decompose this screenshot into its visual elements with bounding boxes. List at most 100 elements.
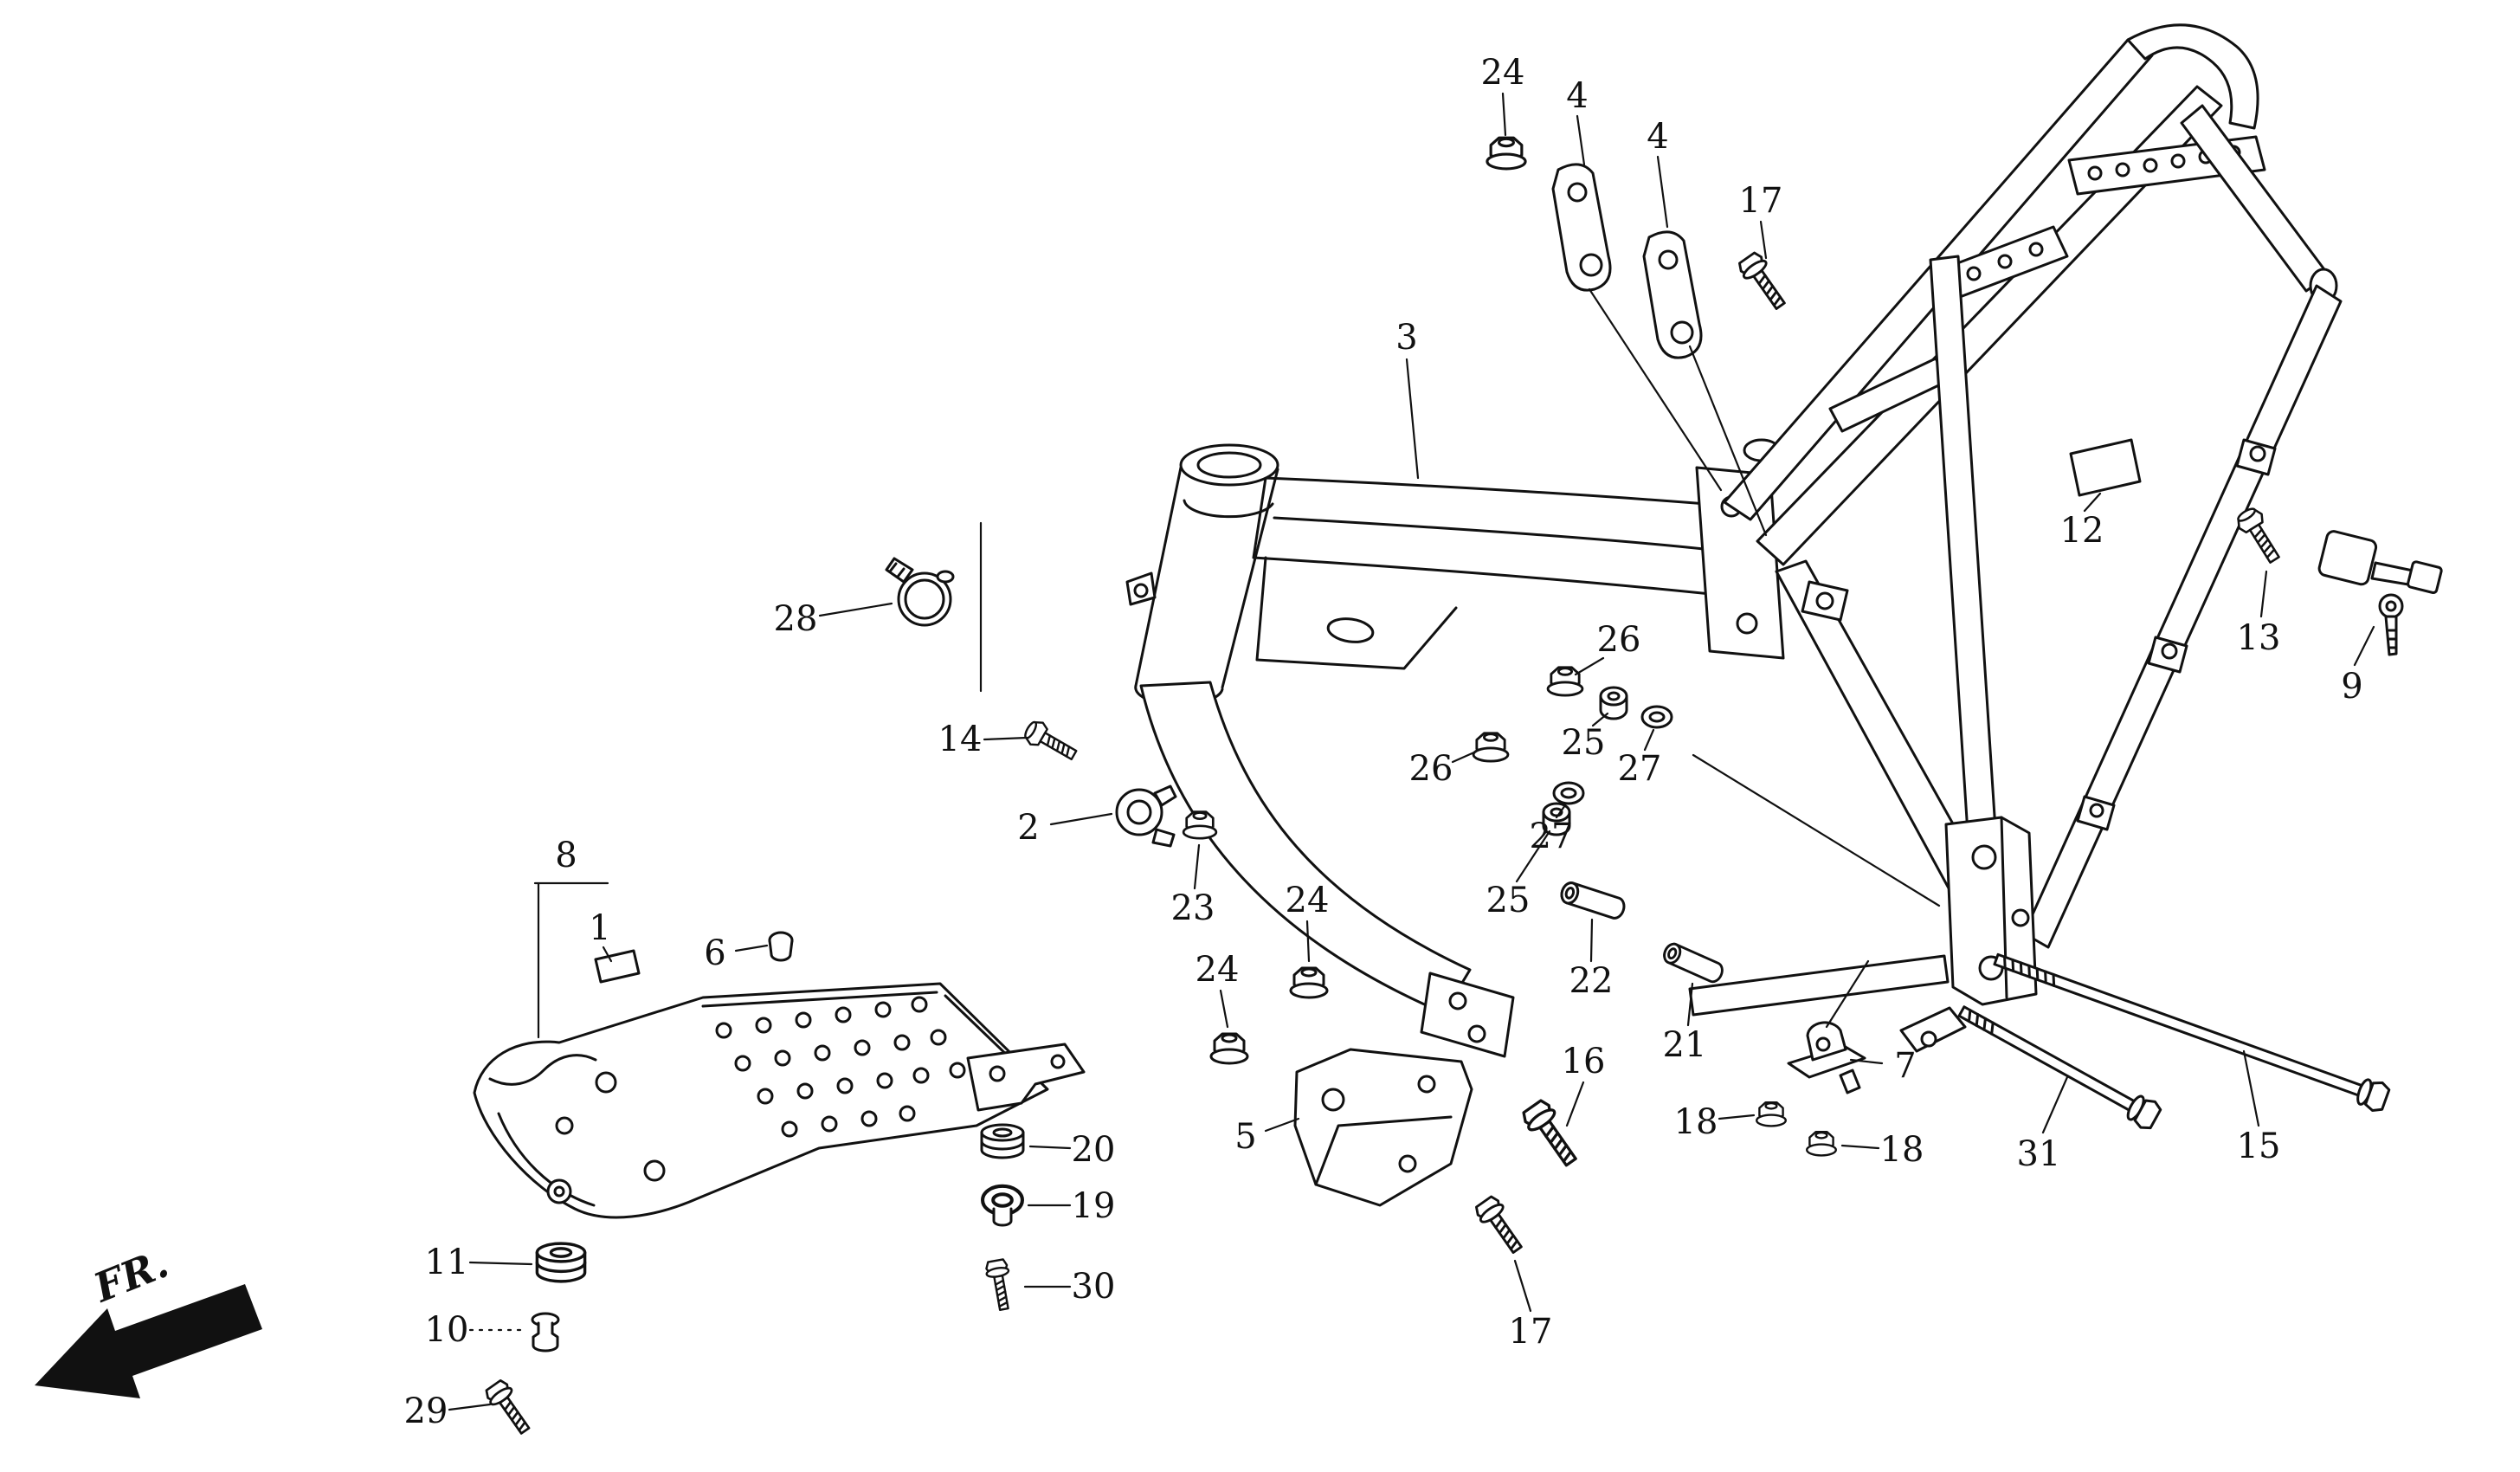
- part-label-11: 11: [424, 1243, 469, 1282]
- bracket-4b: [1642, 230, 1703, 359]
- leader-line-22: [1589, 918, 1594, 963]
- construction-lines: [533, 287, 1941, 1039]
- leader-line-26: [1574, 656, 1605, 676]
- part-label-26: 26: [1408, 749, 1453, 789]
- hanger-plate: [1695, 466, 1785, 660]
- leader-line-18: [1840, 1144, 1880, 1150]
- steering-head-tube: [1125, 443, 1279, 707]
- part-label-14: 14: [938, 720, 983, 759]
- fr-arrow-icon: [35, 1284, 262, 1398]
- part-label-16: 16: [1561, 1042, 1606, 1081]
- part-label-22: 22: [1569, 961, 1614, 1001]
- part-label-25: 25: [1486, 881, 1531, 920]
- part-label-8: 8: [555, 836, 577, 875]
- leader-line-7: [1849, 1058, 1884, 1065]
- leader-line-28: [818, 602, 893, 617]
- pad-1: [594, 949, 641, 984]
- part-label-23: 23: [1170, 888, 1215, 928]
- leader-line-1: [602, 946, 613, 963]
- part-label-13: 13: [2236, 618, 2281, 658]
- leader-line-25: [1591, 712, 1609, 727]
- leader-line-2: [1049, 812, 1113, 826]
- part-label-1: 1: [589, 908, 611, 948]
- part-label-31: 31: [2016, 1134, 2061, 1174]
- loose-parts: [481, 136, 2443, 1439]
- part-label-20: 20: [1071, 1130, 1116, 1170]
- leader-line-4: [1656, 155, 1669, 229]
- part-label-27: 27: [1617, 749, 1662, 789]
- pivot-plates: [1944, 816, 2038, 1006]
- bolt-31: [1957, 1005, 2162, 1130]
- part-label-10: 10: [424, 1310, 469, 1350]
- frame-body: [1125, 23, 2343, 1058]
- leader-line-27: [1555, 804, 1567, 819]
- bracket-4a: [1551, 163, 1612, 292]
- part-label-24: 24: [1480, 53, 1525, 93]
- part-label-6: 6: [704, 933, 726, 973]
- leader-line-16: [1565, 1081, 1585, 1127]
- leader-line-3: [1405, 358, 1420, 480]
- part-label-18: 18: [1879, 1130, 1924, 1170]
- part-label-7: 7: [1894, 1046, 1917, 1086]
- band-clamp-28: [885, 557, 955, 627]
- leader-line-26: [1451, 750, 1478, 764]
- part-label-12: 12: [2059, 511, 2104, 551]
- bolt-15: [1993, 952, 2391, 1113]
- tail-loop: [2126, 23, 2259, 130]
- leader-line-17: [1513, 1259, 1532, 1313]
- leader-line-31: [2041, 1075, 2069, 1134]
- leader-line-29: [448, 1403, 492, 1411]
- bracket-5: [1293, 1048, 1473, 1207]
- part-label-21: 21: [1662, 1025, 1707, 1065]
- leader-line-25: [1515, 830, 1551, 883]
- bracket-7: [1787, 1021, 1866, 1094]
- part-label-2: 2: [1017, 808, 1040, 848]
- leader-line-6: [734, 944, 769, 952]
- leader-line-24: [1219, 989, 1229, 1029]
- part-label-26: 26: [1596, 620, 1641, 660]
- leader-line-5: [1264, 1117, 1300, 1133]
- part-label-17: 17: [1508, 1312, 1553, 1352]
- lock-9: [2317, 530, 2443, 656]
- part-label-18: 18: [1673, 1102, 1718, 1142]
- plate-12: [2069, 438, 2142, 497]
- part-label-24: 24: [1195, 950, 1240, 990]
- part-label-9: 9: [2341, 667, 2363, 707]
- leader-line-14: [983, 736, 1028, 741]
- leader-line-4: [1576, 114, 1586, 166]
- cap-6: [768, 931, 794, 962]
- part-label-19: 19: [1071, 1186, 1116, 1226]
- part-label-28: 28: [773, 599, 818, 639]
- part-label-15: 15: [2236, 1127, 2281, 1166]
- part-label-3: 3: [1395, 318, 1418, 358]
- part-label-4: 4: [1566, 76, 1589, 116]
- leader-line-27: [1643, 728, 1655, 752]
- clamp-2: [1115, 784, 1177, 848]
- leader-line-24: [1305, 920, 1311, 963]
- leader-line-15: [2242, 1049, 2260, 1127]
- skid-plate: [473, 982, 1086, 1219]
- part-label-29: 29: [403, 1391, 448, 1431]
- leader-lines: [448, 92, 2375, 1411]
- part-label-30: 30: [1071, 1267, 1116, 1307]
- part-label-17: 17: [1738, 181, 1783, 221]
- part-label-5: 5: [1234, 1117, 1257, 1157]
- leader-line-18: [1718, 1114, 1756, 1120]
- rivet-10: [531, 1312, 560, 1353]
- leader-line-21: [1686, 982, 1694, 1027]
- leader-line-13: [2259, 570, 2268, 618]
- leader-line-20: [1028, 1145, 1072, 1150]
- leader-line-23: [1193, 843, 1201, 890]
- leader-line-17: [1759, 220, 1768, 260]
- leader-line-12: [2083, 492, 2102, 513]
- leader-line-9: [2353, 625, 2375, 667]
- part-label-24: 24: [1285, 881, 1330, 920]
- part-label-4: 4: [1647, 117, 1669, 157]
- washer-19: [983, 1186, 1022, 1227]
- leader-line-24: [1501, 92, 1507, 137]
- leader-line-11: [468, 1261, 533, 1266]
- part-label-25: 25: [1561, 723, 1606, 763]
